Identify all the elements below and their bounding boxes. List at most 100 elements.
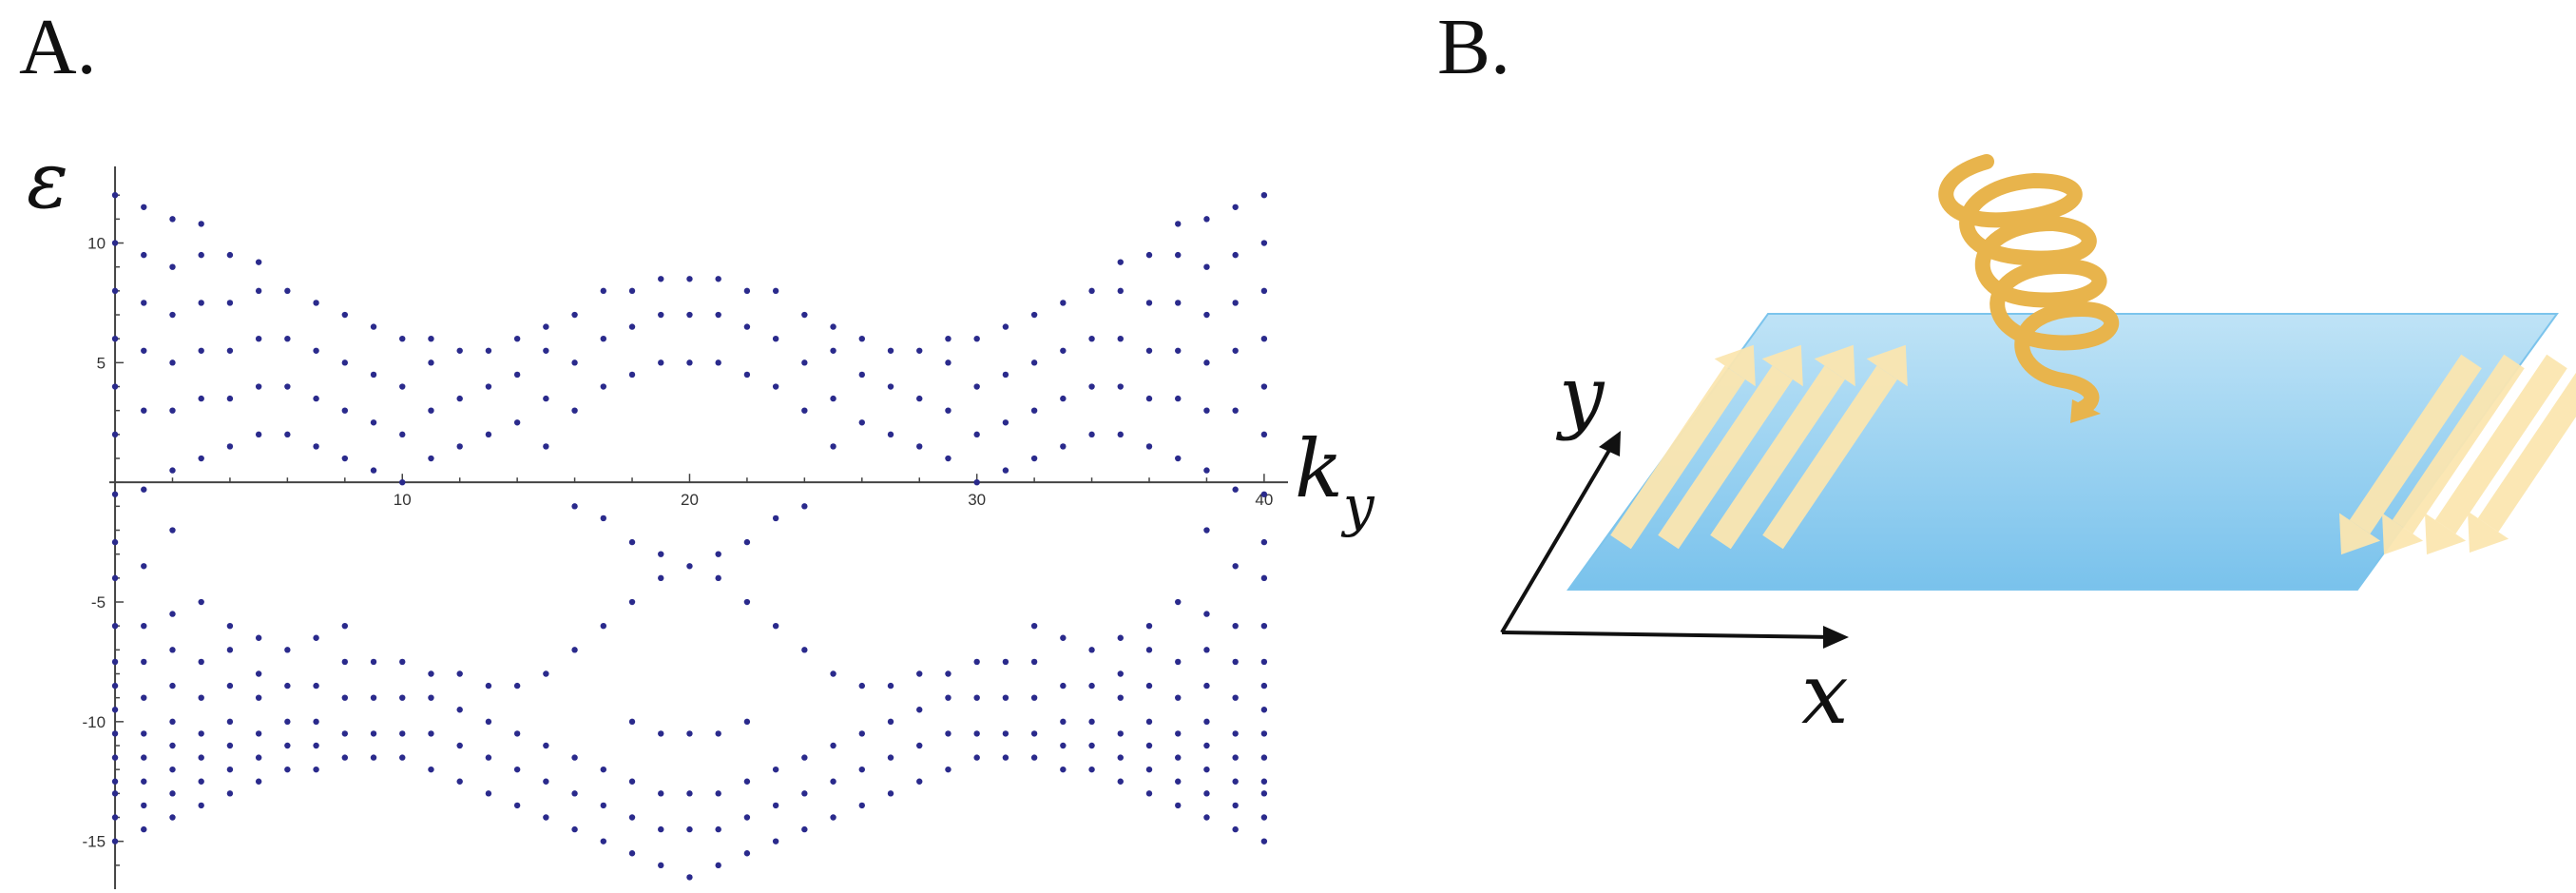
data-point	[1145, 347, 1153, 354]
data-point	[571, 311, 578, 319]
data-point	[1002, 754, 1009, 761]
left-current-stripes	[1610, 344, 1908, 550]
data-point	[399, 383, 406, 390]
data-point	[658, 790, 664, 797]
data-point	[945, 407, 952, 414]
data-point	[571, 754, 578, 761]
data-point	[313, 634, 319, 641]
data-point	[887, 718, 894, 726]
data-point	[1260, 658, 1268, 666]
data-point	[1145, 790, 1153, 797]
data-point	[169, 790, 176, 797]
data-point	[1260, 287, 1268, 295]
data-point	[1088, 335, 1095, 342]
data-point	[715, 311, 721, 319]
data-point	[543, 443, 549, 450]
data-point	[141, 204, 147, 210]
data-point	[141, 563, 147, 570]
data-point	[571, 825, 578, 833]
data-point	[1175, 221, 1182, 227]
data-point	[686, 359, 693, 366]
data-point	[916, 670, 923, 677]
x-axis-arrow	[1501, 631, 1836, 639]
data-point	[485, 718, 492, 726]
y-tick-label: 10	[87, 235, 106, 253]
data-point	[600, 514, 607, 522]
data-point	[198, 395, 204, 402]
data-point	[1002, 419, 1009, 426]
data-point	[1117, 383, 1124, 390]
y-axis-arrow	[1500, 445, 1613, 634]
data-point	[628, 718, 636, 726]
data-point	[255, 431, 262, 438]
data-point	[1260, 538, 1268, 546]
data-point	[830, 670, 836, 677]
data-point	[141, 802, 147, 809]
stripe-arrow-up-4	[1762, 344, 1908, 550]
data-point	[1117, 431, 1124, 438]
data-point	[1175, 347, 1182, 354]
data-point	[1260, 778, 1268, 785]
data-point	[772, 383, 779, 390]
diagram-x-label: x	[1801, 645, 1849, 743]
data-point	[513, 419, 521, 426]
data-point	[513, 335, 521, 342]
data-point	[1260, 682, 1268, 689]
data-point	[1145, 251, 1153, 259]
data-point	[1175, 694, 1182, 701]
data-point	[169, 216, 176, 223]
data-point	[887, 383, 894, 390]
y-tick-label: 5	[97, 354, 106, 372]
data-point	[658, 311, 664, 319]
data-point	[456, 670, 463, 677]
data-point	[1203, 407, 1210, 414]
data-point	[686, 311, 693, 319]
data-point	[743, 323, 751, 330]
data-point	[628, 850, 636, 857]
data-point	[169, 407, 176, 414]
data-point	[370, 419, 377, 426]
data-point	[772, 335, 779, 342]
data-point	[169, 359, 176, 366]
data-point	[916, 347, 923, 354]
data-point	[226, 742, 234, 749]
data-point	[945, 766, 952, 773]
data-point	[1030, 694, 1038, 701]
data-point	[226, 682, 234, 689]
data-point	[1088, 682, 1095, 689]
data-point	[226, 622, 234, 630]
data-point	[801, 503, 808, 510]
data-point	[1060, 395, 1067, 402]
data-point	[801, 359, 808, 366]
data-point	[255, 335, 262, 342]
stripe-arrow-down-4	[2468, 352, 2576, 553]
data-point	[255, 694, 262, 701]
data-point	[1175, 778, 1182, 785]
data-point	[801, 754, 808, 761]
data-point	[801, 407, 808, 414]
data-point	[628, 287, 636, 295]
data-point	[830, 778, 836, 785]
data-point	[198, 598, 204, 606]
data-point	[226, 647, 234, 653]
data-point	[111, 240, 119, 246]
data-point	[313, 742, 319, 749]
data-point	[284, 431, 291, 438]
data-point	[743, 287, 751, 295]
data-point	[111, 814, 119, 821]
data-point	[858, 766, 865, 773]
y-axis-label: ε	[27, 136, 68, 226]
data-point	[1203, 814, 1210, 821]
data-point	[341, 754, 349, 761]
data-point	[628, 538, 636, 546]
data-point	[1117, 259, 1124, 265]
data-point	[858, 371, 865, 379]
data-point	[284, 718, 291, 726]
data-point	[428, 766, 434, 773]
coordinate-axes	[1500, 431, 1849, 649]
y-tick-label: -10	[82, 713, 106, 731]
data-point	[198, 730, 204, 737]
data-point	[772, 287, 779, 295]
data-point	[916, 742, 923, 749]
data-point	[830, 395, 836, 402]
